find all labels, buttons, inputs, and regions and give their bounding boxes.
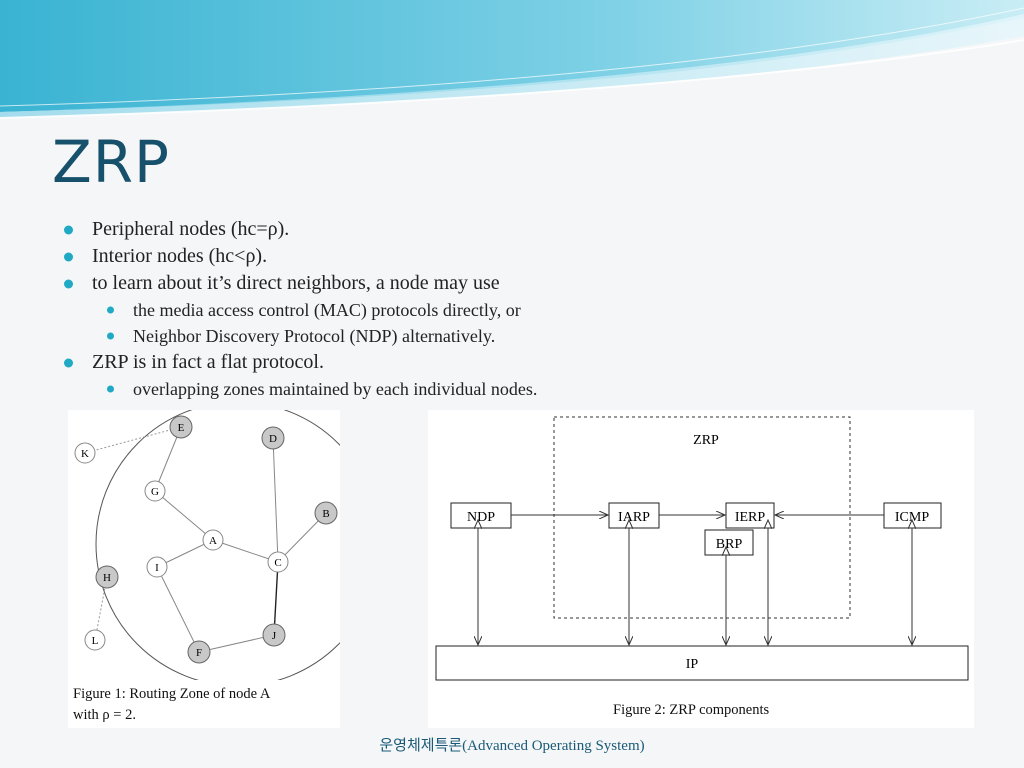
- bullet-list: Peripheral nodes (hc=ρ). Interior nodes …: [60, 216, 1000, 402]
- zrp-components-diagram: ZRP NDP IARP IERP ICMP BRP IP: [435, 416, 969, 681]
- zrp-dashed-boundary: [553, 416, 851, 619]
- node-label: K: [81, 448, 89, 460]
- edge-h-l-dotted: [94, 576, 108, 641]
- bullet-text: Interior nodes (hc<ρ).: [92, 245, 268, 267]
- bullet-dot: [107, 306, 114, 314]
- node-C: C: [267, 551, 289, 573]
- box-label: ICMP: [895, 510, 929, 525]
- node-label: B: [322, 508, 329, 520]
- header-wave-decoration: [0, 0, 1024, 119]
- node-D: D: [261, 426, 285, 450]
- iarp-box: IARP: [608, 502, 660, 529]
- box-label: NDP: [467, 510, 495, 525]
- figure1-caption: Figure 1: Routing Zone of node A with ρ …: [73, 684, 270, 726]
- node-H: H: [95, 565, 119, 589]
- figure-zrp-components: ZRP NDP IARP IERP ICMP BRP IP Figure 2: …: [428, 410, 974, 728]
- bullet-text: the media access control (MAC) protocols…: [133, 300, 521, 320]
- graph-edges: [154, 426, 327, 653]
- bullet-text: to learn about it’s direct neighbors, a …: [92, 272, 500, 294]
- figure1-caption-line2: with ρ = 2.: [73, 707, 136, 723]
- sub-bullet-overlapping-zones: overlapping zones maintained by each ind…: [60, 376, 1000, 402]
- bullet-dot: [64, 225, 73, 234]
- bullet-text: Neighbor Discovery Protocol (NDP) altern…: [133, 326, 496, 346]
- node-L: L: [84, 629, 106, 651]
- ip-box: IP: [435, 645, 969, 681]
- node-J: J: [262, 623, 286, 647]
- sub-bullet-ndp: Neighbor Discovery Protocol (NDP) altern…: [60, 323, 1000, 349]
- component-arrows: [478, 515, 912, 645]
- figure2-caption: Figure 2: ZRP components: [613, 702, 770, 718]
- node-A: A: [202, 529, 224, 551]
- routing-zone-diagram: E D K G B A C I H J L F: [74, 401, 381, 687]
- edge-k-e-dotted: [84, 426, 182, 454]
- box-label: IERP: [735, 510, 766, 525]
- figure-routing-zone: E D K G B A C I H J L F Figure 1: Routin…: [68, 401, 381, 728]
- bullet-dot: [64, 279, 73, 288]
- node-G: G: [144, 480, 166, 502]
- bullet-text: overlapping zones maintained by each ind…: [133, 379, 538, 399]
- node-label: A: [209, 535, 217, 547]
- sub-bullet-mac: the media access control (MAC) protocols…: [60, 297, 1000, 323]
- box-label: IARP: [618, 510, 650, 525]
- node-label: F: [196, 647, 202, 659]
- box-label: IP: [686, 657, 699, 672]
- bullet-dot: [107, 385, 114, 393]
- node-label: D: [269, 433, 277, 445]
- node-F: F: [187, 640, 211, 664]
- slide-footer: 운영체제특론(Advanced Operating System): [379, 738, 645, 754]
- bullet-dot: [107, 332, 114, 340]
- ierp-box: IERP: [725, 502, 775, 529]
- bullet-interior-nodes: Interior nodes (hc<ρ).: [60, 243, 1000, 270]
- brp-box: BRP: [704, 529, 754, 556]
- node-label: H: [103, 572, 111, 584]
- icmp-box: ICMP: [883, 502, 942, 529]
- node-E: E: [169, 415, 193, 439]
- node-label: L: [92, 635, 99, 647]
- bullet-neighbors: to learn about it’s direct neighbors, a …: [60, 270, 1000, 297]
- node-label: C: [274, 557, 281, 569]
- node-B: B: [314, 501, 338, 525]
- ndp-box: NDP: [450, 502, 512, 529]
- bullet-text: Peripheral nodes (hc=ρ).: [92, 218, 290, 240]
- box-label: BRP: [716, 537, 743, 552]
- zrp-label: ZRP: [693, 433, 719, 448]
- node-label: E: [178, 422, 185, 434]
- bullet-flat-protocol: ZRP is in fact a flat protocol.: [60, 349, 1000, 376]
- node-I: I: [146, 556, 168, 578]
- node-label: I: [155, 562, 159, 574]
- node-K: K: [74, 442, 96, 464]
- node-label: J: [272, 630, 277, 642]
- figure1-caption-line1: Figure 1: Routing Zone of node A: [73, 686, 271, 702]
- bullet-dot: [64, 358, 73, 367]
- bullet-peripheral-nodes: Peripheral nodes (hc=ρ).: [60, 216, 1000, 243]
- bullet-dot: [64, 252, 73, 261]
- slide-title: ZRP: [52, 128, 171, 196]
- bullet-text: ZRP is in fact a flat protocol.: [92, 351, 324, 373]
- edge-c-j: [273, 561, 279, 636]
- node-label: G: [151, 486, 159, 498]
